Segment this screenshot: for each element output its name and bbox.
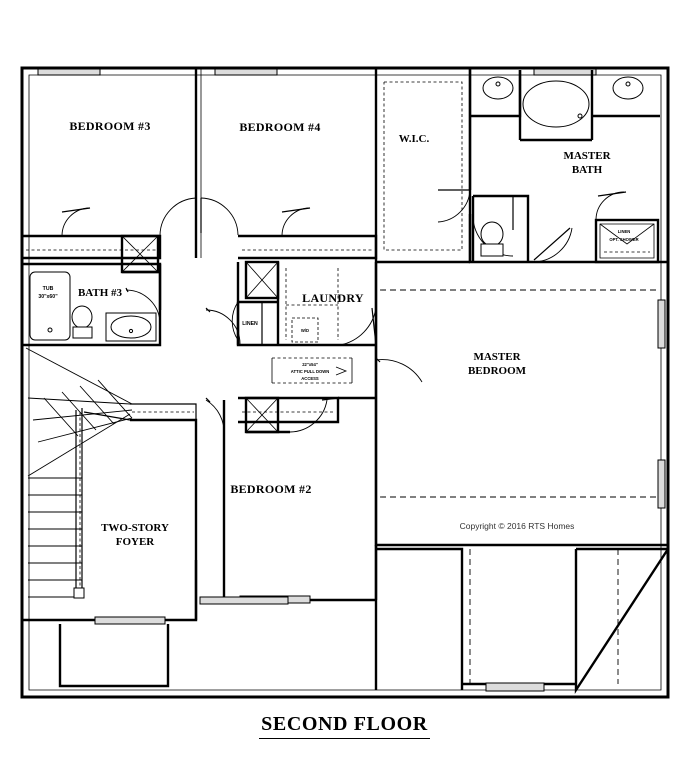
window-master-right-upper: [657, 299, 666, 349]
label-master-bedroom-line1: MASTER: [473, 351, 521, 363]
door-bedroom-4: [200, 197, 239, 236]
attic-access-box: [271, 357, 353, 384]
label-linen-opt-shower-line2: OPT. SHOWER: [609, 237, 638, 242]
closet-bedroom-3: [22, 207, 162, 274]
front-porch: [58, 624, 170, 688]
wall-bedroom3-bedroom4: [194, 68, 202, 258]
label-bedroom-4: BEDROOM #4: [239, 120, 320, 134]
label-laundry: LAUNDRY: [302, 291, 364, 305]
label-master-bath-line1: MASTER: [563, 150, 611, 162]
linen-opt-shower: [594, 191, 660, 264]
window-master-bath: [533, 68, 597, 76]
master-bedroom-walls: [338, 262, 668, 547]
label-tub-size-line1: TUB: [43, 286, 54, 292]
door-master-bath: [533, 227, 573, 263]
exterior-walls: [20, 66, 670, 699]
bath-3-walls: [22, 262, 162, 347]
closet-bedroom-4: [238, 207, 378, 300]
label-tub-size-line2: 30"x60": [38, 294, 58, 300]
label-foyer-line2: FOYER: [116, 536, 156, 548]
bath3-toilet-fixture: [71, 305, 93, 339]
label-bedroom-2: BEDROOM #2: [230, 482, 311, 496]
label-washer-dryer: W/D: [301, 328, 309, 333]
window-bedroom-3: [37, 68, 101, 76]
bath3-tub-fixture: [29, 271, 71, 341]
master-vanity-right-sink: [612, 76, 644, 100]
staircase: [25, 347, 197, 599]
window-bedroom-4: [214, 68, 278, 76]
annotation-labels: TUB 30"x60" LINEN LINEN OPT. SHOWER 22"x…: [38, 229, 638, 381]
bath3-sink-fixture: [105, 312, 157, 342]
window-master-right-lower: [657, 459, 666, 509]
foyer-opening-right: [199, 596, 289, 605]
window-foyer: [94, 616, 166, 625]
label-foyer-line1: TWO-STORY: [101, 522, 169, 534]
label-master-bath-line2: BATH: [572, 164, 603, 176]
page-title: SECOND FLOOR: [259, 713, 430, 739]
label-bath-3: BATH #3: [78, 287, 123, 299]
label-linen-closet: LINEN: [242, 321, 258, 327]
label-attic-line3: ACCESS: [301, 376, 319, 381]
door-bedroom-3: [159, 197, 197, 236]
foyer-walls: [20, 345, 198, 622]
label-bedroom-3: BEDROOM #3: [69, 119, 150, 133]
label-attic-line1: 22"x54": [302, 362, 318, 367]
wic-walls: [374, 68, 472, 264]
master-toilet-fixture: [480, 221, 504, 257]
sheet-title-block: SECOND FLOOR: [0, 713, 689, 739]
master-vanity-left-sink: [482, 76, 514, 100]
room-labels: BEDROOM #3 BEDROOM #4 W.I.C. MASTER BATH…: [69, 119, 611, 548]
door-hall-left: [205, 307, 241, 345]
lower-right-structure: [374, 545, 670, 695]
label-attic-line2: ATTIC PULL DOWN: [291, 369, 329, 374]
label-wic: W.I.C.: [399, 133, 430, 145]
copyright-notice: Copyright © 2016 RTS Homes: [460, 521, 575, 531]
label-linen-opt-shower-line1: LINEN: [618, 229, 631, 234]
window-lower-center: [485, 682, 545, 692]
label-master-bedroom-line2: BEDROOM: [468, 365, 527, 377]
garden-tub: [522, 80, 590, 128]
